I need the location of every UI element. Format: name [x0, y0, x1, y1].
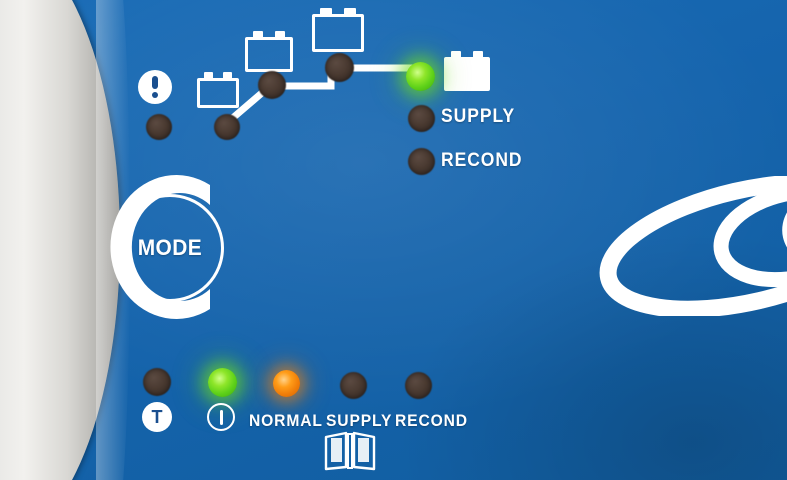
temperature-t-icon: T — [142, 402, 172, 432]
led-mode-temperature — [143, 368, 171, 396]
battery-terminal-right — [472, 51, 483, 58]
battery-terminal-left — [252, 31, 264, 38]
exclamation-dot — [152, 92, 158, 98]
battery-terminal-left — [203, 72, 213, 79]
led-fault — [146, 114, 172, 140]
exclamation-circle-icon — [138, 70, 172, 104]
battery-icon-quarter — [197, 72, 239, 108]
exclamation-stem — [152, 76, 158, 89]
led-supply-status — [408, 105, 435, 132]
exclamation-mark — [152, 76, 158, 98]
mode-button-label: MODE — [137, 235, 203, 260]
power-icon-bar — [219, 409, 223, 425]
supply-status-label: SUPPLY — [441, 106, 516, 127]
led-stage-1 — [214, 114, 240, 140]
led-stage-3 — [325, 53, 354, 82]
led-mode-supply — [340, 372, 367, 399]
mode-normal-label: NORMAL — [249, 411, 323, 430]
led-mode-recond — [405, 372, 432, 399]
led-mode-normal — [273, 370, 300, 397]
led-mode-power — [208, 368, 237, 397]
battery-icon-half — [245, 31, 293, 72]
led-stage-2 — [258, 71, 286, 99]
led-stage-4-full — [406, 62, 435, 91]
open-book-manual-icon — [324, 431, 376, 471]
led-recond-status — [408, 148, 435, 175]
battery-body — [444, 57, 490, 91]
mode-supply-label: SUPPLY — [326, 411, 393, 430]
battery-body — [245, 37, 293, 72]
battery-terminal-left — [320, 8, 332, 15]
mode-recond-label: RECOND — [395, 411, 468, 430]
battery-terminal-left — [451, 51, 462, 58]
battery-icon-three-quarter — [312, 8, 364, 52]
battery-terminal-right — [344, 8, 356, 15]
battery-body — [312, 14, 364, 52]
device-housing-edge — [0, 0, 120, 480]
battery-terminal-right — [223, 72, 233, 79]
battery-body — [197, 78, 239, 108]
brand-eye-logo — [599, 176, 787, 316]
mode-button-ring[interactable]: MODE — [116, 194, 224, 302]
battery-terminal-right — [274, 31, 286, 38]
battery-icon-full — [444, 51, 490, 91]
power-on-icon — [207, 403, 235, 431]
recond-status-label: RECOND — [441, 150, 523, 171]
mode-button[interactable]: MODE — [92, 163, 244, 331]
